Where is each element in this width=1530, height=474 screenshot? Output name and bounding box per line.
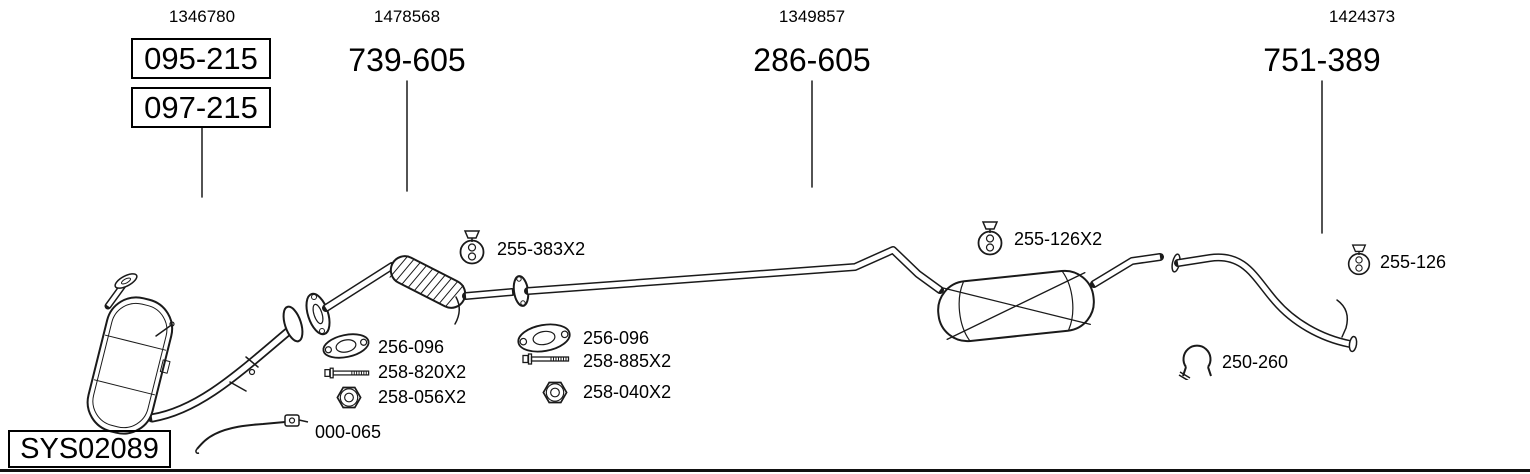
bolt-icon	[522, 353, 570, 365]
group-ref-2: 1478568	[373, 7, 441, 26]
group-ref-3: 1349857	[778, 7, 846, 26]
callout-muffler-hanger: 255-126X2	[1014, 229, 1103, 249]
bolt-icon	[324, 367, 370, 379]
group-ref-4: 1424373	[1328, 7, 1396, 26]
callout-mid-gasket: 256-096	[583, 328, 650, 348]
part-number-box: 097-215	[131, 87, 271, 128]
callout-front-bolt: 258-820X2	[378, 362, 467, 382]
leader-lines	[201, 80, 1323, 234]
clamp-icon	[1178, 344, 1212, 380]
nut-icon	[336, 386, 362, 409]
callout-tail-hanger: 255-126	[1380, 252, 1447, 272]
gasket-icon	[322, 333, 370, 359]
part-number: 751-389	[1263, 42, 1381, 78]
callout-tail-clamp: 250-260	[1222, 352, 1289, 372]
muffler	[937, 269, 1095, 343]
hanger-clamp-icon	[459, 230, 485, 265]
part-number: 739-605	[348, 42, 466, 78]
group-ref-1: 1346780	[168, 7, 236, 26]
flex-pipe	[389, 255, 467, 309]
hanger-clamp-icon	[977, 221, 1003, 256]
system-code-box: SYS02089	[8, 430, 171, 468]
nut-icon	[542, 381, 568, 404]
callout-front-hanger: 255-383X2	[497, 239, 586, 259]
part-number: 286-605	[753, 42, 871, 78]
hanger-rod-icon	[195, 414, 309, 454]
hanger-clamp-icon	[1347, 244, 1371, 276]
callout-front-gasket: 256-096	[378, 337, 445, 357]
gasket-icon	[517, 323, 571, 353]
part-number-box: 095-215	[131, 38, 271, 79]
callout-front-nut: 258-056X2	[378, 387, 467, 407]
callout-mid-bolt: 258-885X2	[583, 351, 672, 371]
callout-mid-nut: 258-040X2	[583, 382, 672, 402]
catalytic-converter	[86, 296, 174, 435]
callout-hanger-rod: 000-065	[315, 422, 382, 442]
